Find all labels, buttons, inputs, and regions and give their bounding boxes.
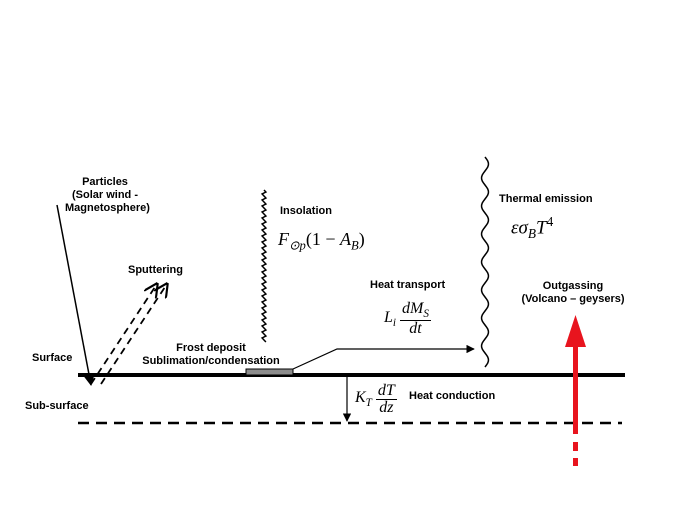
particles-label: Particles (Solar wind - Magnetosphere) [65, 176, 150, 214]
thermal-emission-wave [480, 156, 490, 368]
sputtering-arrow-1 [90, 284, 157, 385]
insolation-label: Insolation [280, 205, 332, 217]
surface-label: Surface [32, 352, 73, 364]
particles-arrow [56, 204, 95, 387]
sputtering-label: Sputtering [128, 264, 183, 276]
thermal-emission-equation: εσBT4 [511, 214, 554, 242]
insolation-equation: F⊙p(1 − AB) [278, 229, 365, 253]
outgassing-dash-2 [573, 442, 578, 451]
outgassing-label: Outgassing (Volcano – geysers) [521, 280, 625, 305]
frost-deposit-label: Frost deposit Sublimation/condensation [142, 342, 280, 367]
outgassing-arrowhead [565, 315, 586, 347]
outgassing-dash-1 [573, 458, 578, 466]
sub-surface-label: Sub-surface [25, 400, 89, 412]
heat-transport-arrow [292, 344, 475, 370]
frost-deposit-block [245, 368, 294, 376]
heat-conduction-label: Heat conduction [409, 390, 496, 402]
insolation-wave [260, 189, 268, 343]
outgassing-shaft [573, 345, 578, 434]
heat-transport-label: Heat transport [370, 279, 446, 291]
sputtering-arrow-2 [100, 284, 167, 385]
thermal-emission-label: Thermal emission [499, 193, 593, 205]
